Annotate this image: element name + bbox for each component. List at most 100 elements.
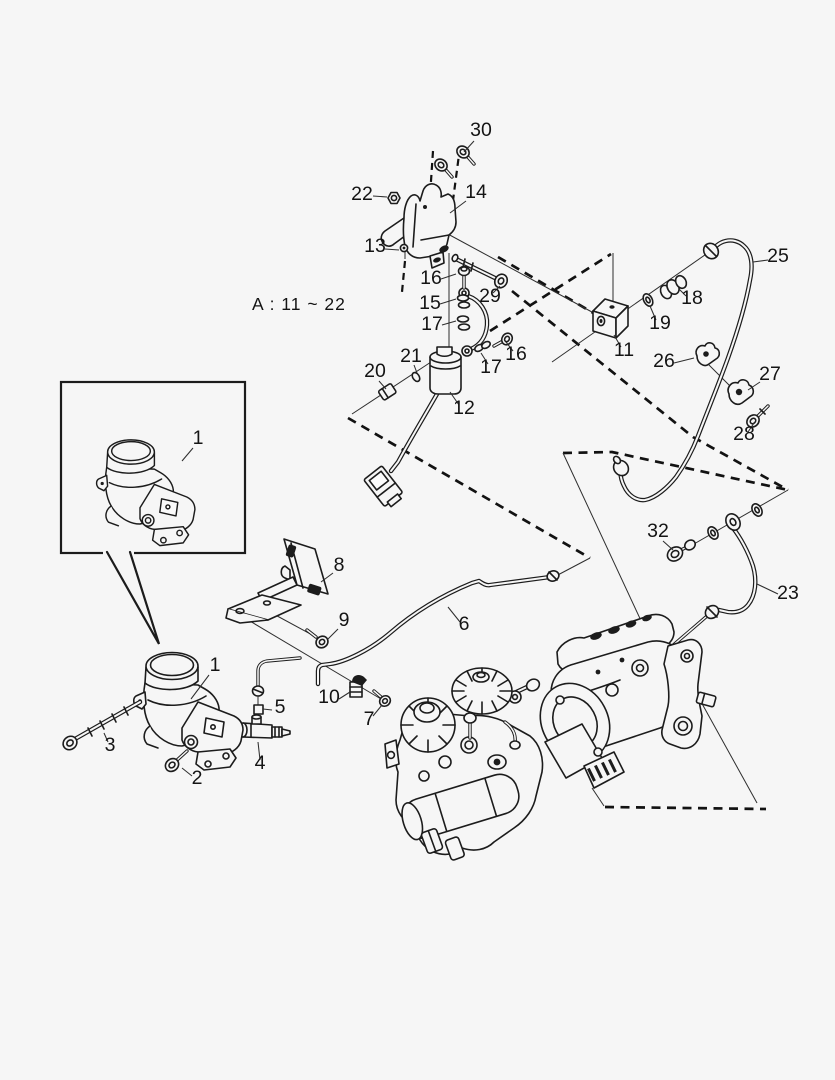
- callout-2: 2: [192, 767, 203, 789]
- pump-part-1: [132, 651, 244, 771]
- callout-27: 27: [759, 363, 781, 385]
- callout-leader-6: [447, 606, 461, 623]
- callout-leader-16b: [505, 341, 514, 352]
- pipe-25: [612, 238, 754, 503]
- callout-28: 28: [733, 423, 755, 445]
- connector-plug: [363, 465, 403, 508]
- banjo-stack: [456, 265, 514, 357]
- callout-15: 15: [419, 292, 441, 314]
- callout-leader-16a: [440, 273, 457, 280]
- fitting-18: [659, 274, 688, 300]
- callout-leader-11: [613, 334, 622, 348]
- dashed-pointer-lines: [347, 146, 789, 811]
- callout-leader-32: [662, 540, 674, 551]
- clamp-26: [695, 342, 721, 367]
- callout-leader-1-main: [190, 674, 210, 700]
- callout-18: 18: [681, 287, 703, 309]
- callout-leader-20: [378, 380, 387, 390]
- callout-29: 29: [479, 285, 501, 307]
- bracket-14: [380, 183, 457, 269]
- screw-13: [399, 243, 409, 259]
- callout-6: 6: [459, 613, 470, 635]
- fuel-line-left: [251, 656, 302, 721]
- callout-16b: 16: [505, 343, 527, 365]
- callout-leader-29: [492, 285, 501, 294]
- callout-5: 5: [275, 696, 286, 718]
- callout-leader-28: [747, 422, 755, 433]
- callout-4: 4: [255, 752, 266, 774]
- callout-leader-21: [413, 364, 418, 374]
- callout-leader-18: [678, 288, 687, 297]
- callout-16a: 16: [420, 267, 442, 289]
- assembly-note: A : 11 ~ 22: [252, 294, 346, 314]
- callout-23: 23: [777, 582, 799, 604]
- callout-leader-26: [673, 357, 695, 364]
- callout-12: 12: [453, 397, 475, 419]
- nut-22: [387, 191, 401, 205]
- callout-leader-3: [103, 732, 109, 743]
- callout-leader-1-detail: [181, 447, 194, 462]
- fitting-4: [238, 714, 291, 739]
- callout-32: 32: [647, 520, 669, 542]
- bolt-2: [164, 749, 189, 773]
- detail-box: [59, 380, 247, 645]
- elbow-10: [349, 674, 367, 698]
- block-11: [592, 298, 629, 339]
- banjo-bolt-32: [666, 539, 697, 562]
- callout-7: 7: [364, 708, 375, 730]
- bolt-3: [62, 699, 143, 751]
- fuel-filter-assembly: [384, 667, 544, 861]
- callout-leader-22: [372, 195, 388, 198]
- callout-3: 3: [105, 734, 116, 756]
- injection-pump: [539, 613, 717, 789]
- callout-1-detail: 1: [193, 427, 204, 449]
- bolt-9: [305, 628, 329, 649]
- callout-leader-19: [649, 305, 657, 321]
- callout-leader-14: [449, 200, 467, 214]
- callout-leader-17a: [441, 320, 457, 326]
- washer-19: [642, 293, 654, 307]
- callout-leader-8: [320, 572, 334, 583]
- callout-10: 10: [318, 686, 340, 708]
- callout-22: 22: [351, 183, 373, 205]
- bolt-7: [372, 689, 392, 708]
- callout-13: 13: [364, 235, 386, 257]
- callout-leader-10: [338, 691, 351, 700]
- callout-1-main: 1: [210, 654, 221, 676]
- callout-leader-12: [449, 391, 460, 406]
- callout-11: 11: [614, 339, 634, 361]
- callout-19: 19: [649, 312, 671, 334]
- callout-leader-2: [181, 767, 193, 777]
- callout-17b: 17: [480, 356, 502, 378]
- callout-9: 9: [339, 609, 350, 631]
- callout-25: 25: [767, 245, 789, 267]
- callout-leader-7: [372, 704, 383, 717]
- callout-leader-9: [327, 628, 339, 640]
- callout-leader-23: [756, 583, 779, 595]
- callout-leader-25: [752, 259, 769, 263]
- callout-leader-13: [384, 248, 400, 251]
- callout-21: 21: [400, 345, 422, 367]
- callout-leader-15: [439, 298, 457, 305]
- callout-leader-5: [262, 708, 273, 711]
- callout-14: 14: [465, 181, 487, 203]
- bracket-8: [225, 538, 329, 624]
- callout-17a: 17: [421, 313, 443, 335]
- clamp-27: [727, 379, 755, 406]
- callout-leader-4: [257, 741, 261, 761]
- callout-leader-17b: [480, 352, 489, 365]
- callout-leader-30: [463, 140, 475, 153]
- callout-30: 30: [470, 119, 492, 141]
- solenoid-valve-12: [363, 346, 462, 508]
- washers-32-axis: [707, 503, 763, 540]
- bolt-29: [451, 253, 509, 289]
- callout-8: 8: [334, 554, 345, 576]
- callout-26: 26: [653, 350, 675, 372]
- pipe-6: [315, 570, 560, 687]
- detail-part-1: [95, 439, 196, 547]
- callout-leader-27: [747, 381, 761, 391]
- callout-20: 20: [364, 360, 386, 382]
